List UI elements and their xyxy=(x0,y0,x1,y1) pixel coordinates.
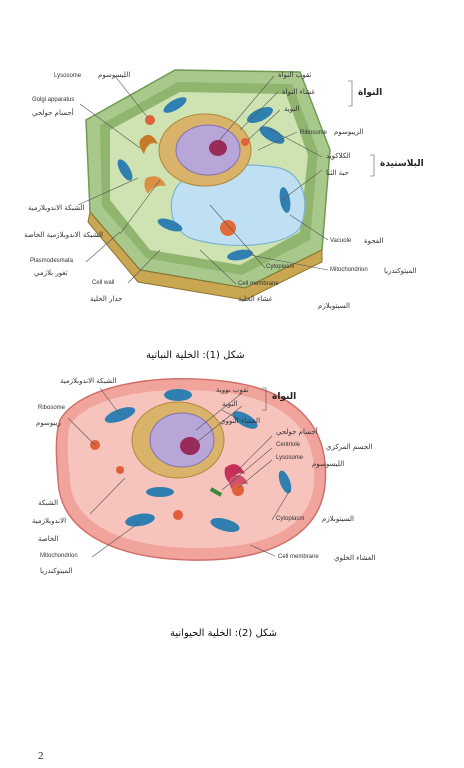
label-nuclear-pores-ar: ثقوب النواة xyxy=(278,71,312,79)
label-a-lysosome-en: Lysosome xyxy=(276,455,304,461)
label-a-cytoplasm-ar: السيتوبلازم xyxy=(322,515,355,523)
animal-golgi xyxy=(224,464,245,484)
plant-cell-illustration xyxy=(85,69,331,301)
label-rough-er-ar: الشبكة الاندوبلازمية الخاصة xyxy=(24,231,103,239)
label-a-rough-er-ar2: الاندوبلازمية xyxy=(32,517,67,525)
plant-mitochondrion xyxy=(220,220,236,236)
label-a-rough-er-ar3: الخاصة xyxy=(38,535,59,543)
label-nuclear-envelope-ar: غشاء النواة xyxy=(282,88,315,96)
label-a-ribosome-en: Ribosome xyxy=(38,405,66,411)
label-a-nucleus-group-ar: النواة xyxy=(272,392,297,402)
plant-nucleus xyxy=(175,124,241,176)
chloroplast xyxy=(247,106,273,124)
label-er-ar: الشبكة الاندوبلازمية xyxy=(28,204,85,212)
label-a-centriole-en: Centriole xyxy=(276,442,301,448)
plant-nucleolus xyxy=(209,140,227,156)
plant-cell-wall-front xyxy=(87,210,323,301)
page-number: 2 xyxy=(38,750,44,762)
label-a-nuclear-pores-ar: ثقوب نووية xyxy=(216,386,249,394)
label-lysosome-en: Lysosome xyxy=(54,73,82,79)
label-cellmembrane-en: Cell membrane xyxy=(238,281,279,287)
label-a-centriole-ar: الجسم المركزي xyxy=(326,443,373,451)
animal-cell-illustration xyxy=(55,377,327,561)
label-plastids-group-ar: البلاستيدة xyxy=(380,159,424,169)
label-mitochondrion-en: Mitochondrion xyxy=(330,267,368,273)
label-cytoplasm-ar: السيتوبلازم xyxy=(318,302,351,310)
figure1-caption: شكل (1): الخلية النباتية xyxy=(146,350,245,361)
plant-leader-lines xyxy=(77,75,375,285)
label-ribosome-en: Ribosome xyxy=(300,130,328,136)
label-chloroplast-ar: الكلاكويد xyxy=(326,152,351,160)
label-a-golgi-ar: أجسام جولجي xyxy=(276,428,318,436)
label-cellmembrane-ar: غشاء الخلية xyxy=(238,295,273,303)
label-a-mitochondrion-ar: الميتوكندريا xyxy=(40,567,73,575)
label-plasmodesmata-en: Plasmodesmata xyxy=(30,258,74,264)
label-granum-ar: حبة الثنا xyxy=(326,169,349,177)
label-lysosome-ar: الليسوسوم xyxy=(98,71,131,79)
label-a-cytoplasm-en: Cytoplasm xyxy=(276,516,305,522)
animal-leader-lines xyxy=(67,387,291,558)
animal-centriole xyxy=(209,487,223,497)
label-cytoplasm-en: Cytoplasm xyxy=(266,264,295,270)
label-ribosome-ar: الريبوسوم xyxy=(334,128,364,136)
label-a-mitochondrion-en: Mitochondrion xyxy=(40,553,78,559)
label-nucleus-group-ar: النواة xyxy=(358,88,383,98)
label-vacuole-en: Vacuole xyxy=(330,238,352,244)
label-a-cellmembrane-ar: الغشاء الخلوي xyxy=(334,554,376,562)
animal-nucleolus xyxy=(180,437,200,455)
label-a-er-ar: الشبكة الاندوبلازمية xyxy=(60,377,117,385)
label-a-nuclear-envelope-ar: الغشاء النووي xyxy=(220,417,261,425)
label-a-cellmembrane-en: Cell membrane xyxy=(278,554,319,560)
label-vacuole-ar: الفجوة xyxy=(364,237,384,245)
animal-nucleus xyxy=(149,412,215,468)
label-a-lysosome-ar: الليسوسوم xyxy=(312,460,345,468)
label-cellwall-ar: جدار الخلية xyxy=(90,295,123,303)
label-nucleolus-ar: النوية xyxy=(284,105,300,113)
label-golgi-en: Golgi apparatus xyxy=(32,97,75,103)
label-a-nucleolus-ar: النوية xyxy=(222,400,238,408)
figure2-caption: شكل (2): الخلية الحيوانية xyxy=(170,628,277,639)
label-cellwall-en: Cell wall xyxy=(92,280,115,286)
label-plasmodesmata-ar: ثغور بلازمي xyxy=(34,269,68,277)
label-a-ribosome-ar: ريبوسوم xyxy=(36,419,61,427)
plant-golgi xyxy=(139,134,158,154)
label-a-rough-er-ar1: الشبكة xyxy=(38,499,59,507)
label-mitochondrion-ar: الميتوكندريا xyxy=(384,267,417,275)
label-golgi-ar: أجسام جولجي xyxy=(32,109,74,117)
